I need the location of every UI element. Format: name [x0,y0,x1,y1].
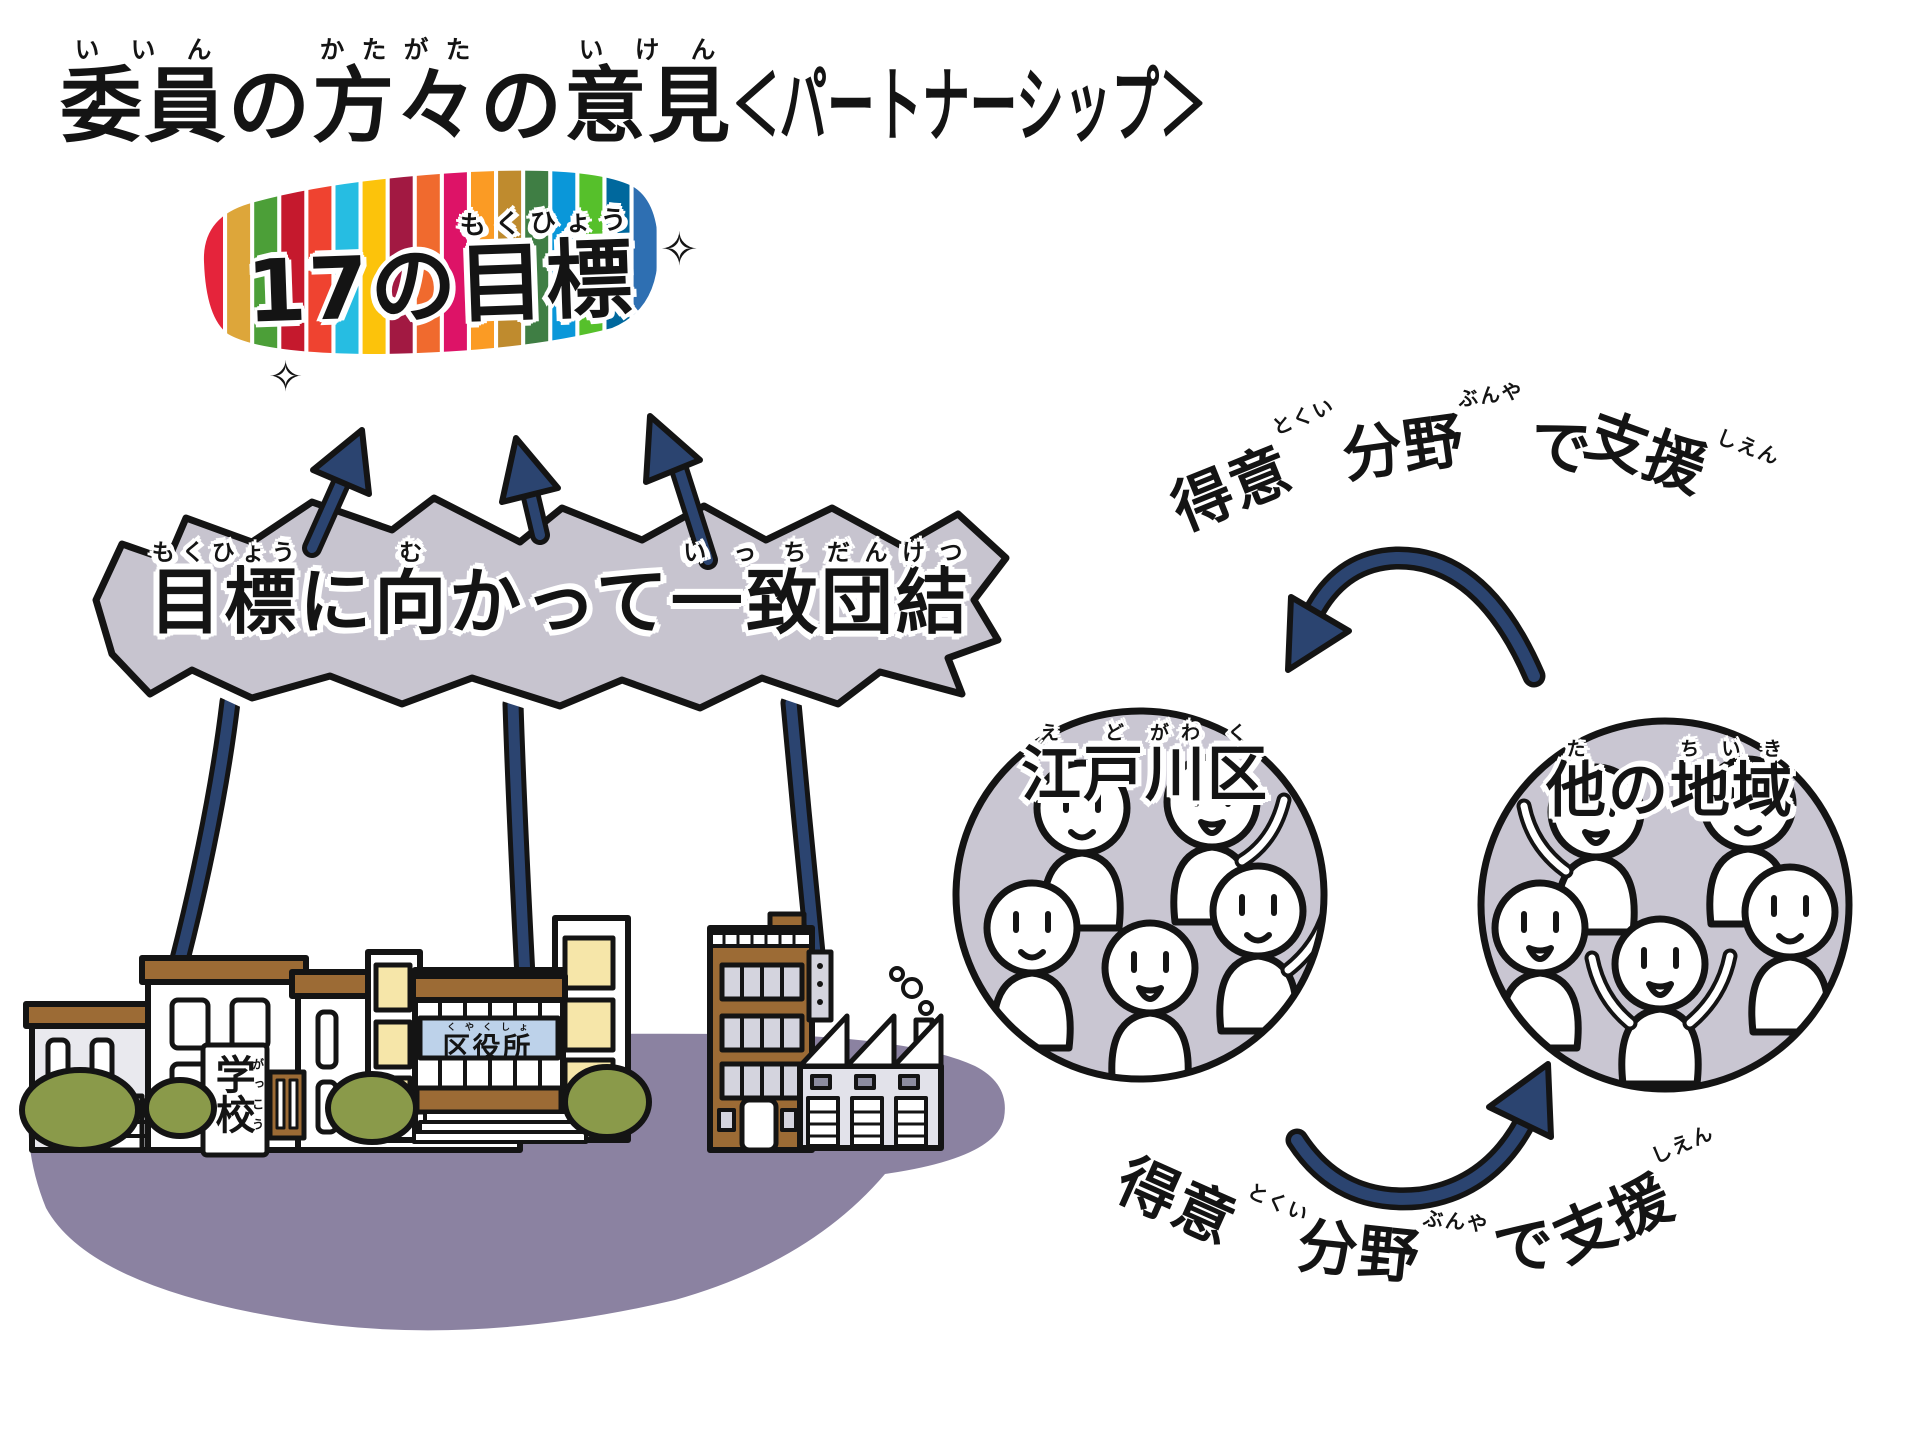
factory-buildings [707,911,944,1153]
other-regions-group-circle [1477,717,1853,1093]
edogawa-group-label: 江戸えど川がわ区く [1021,722,1269,810]
school-sign-label: 学校がっこう [208,1054,265,1134]
bushes [19,1064,652,1153]
edogawa-group-circle [952,707,1328,1083]
smoke-puff [901,977,923,999]
smoke-puff [918,1000,934,1016]
sparkle-icon: ✧ [268,352,304,401]
support-label-top: 得意とくい分野ぶんやで支援しえん [1162,378,1785,545]
support-arrow-bottom [1285,1061,1554,1211]
goals-banner-label: 17の目標もくひょう [244,205,636,343]
other-regions-group-label: 他たの地域ちいき [1546,738,1794,826]
school-door [267,1069,307,1141]
unite-banner-shape [83,485,1019,721]
arrows-to-goals [302,413,718,570]
support-arrow-top [1285,546,1546,688]
support-label-bottom: 得意とくい分野ぶんやで支援しえん [1106,1119,1718,1294]
sparkle-icon: ✧ [660,222,699,276]
ward-office-sign-label: 区役所くやくしょ [442,1023,533,1064]
smoke-puff [889,966,905,982]
unite-banner-label: 目標もくひょうに向むかって一致いっち団結だんけつ [149,540,971,644]
page-title: 委員いいんの方々かたがたの意見いけん＜パートナーシップ＞ [60,35,1207,154]
